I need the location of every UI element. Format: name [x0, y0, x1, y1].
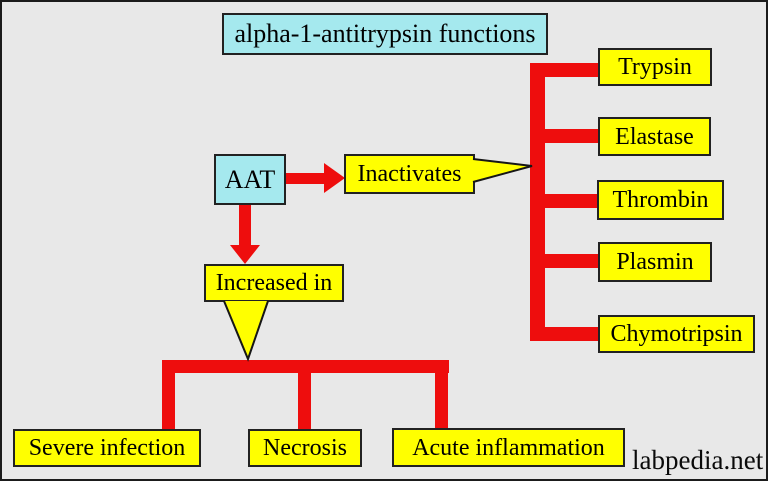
node-acute-inflammation: Acute inflammation [392, 428, 625, 467]
node-thrombin: Thrombin [597, 180, 724, 220]
diagram-title: alpha-1-antitrypsin functions [222, 13, 548, 55]
connector-acute-inflammation [435, 360, 448, 429]
node-plasmin: Plasmin [598, 242, 712, 282]
increased-in-callout-triangle [223, 300, 269, 362]
connector-elastase [530, 129, 598, 143]
arrow-aat-to-inactivates-shaft [285, 173, 326, 184]
node-trypsin: Trypsin [598, 48, 712, 86]
connector-necrosis [298, 360, 311, 429]
node-severe-infection: Severe infection [13, 429, 201, 467]
node-elastase: Elastase [598, 117, 711, 156]
connector-thrombin [530, 194, 598, 208]
node-chymotripsin: Chymotripsin [598, 315, 755, 353]
arrow-aat-to-increased-shaft [239, 205, 251, 246]
arrow-down-head-icon [230, 245, 260, 264]
connector-severe-infection [162, 360, 175, 429]
connector-trypsin [530, 63, 598, 77]
connector-plasmin [530, 254, 598, 268]
node-inactivates: Inactivates [344, 154, 475, 194]
node-increased-in: Increased in [204, 264, 344, 302]
node-necrosis: Necrosis [248, 429, 362, 467]
node-aat: AAT [214, 154, 286, 205]
watermark-labpedia: labpedia.net [632, 445, 764, 475]
connector-chymotripsin [530, 327, 598, 341]
inactivates-callout-wedge [472, 158, 533, 183]
arrow-right-head-icon [324, 163, 345, 193]
